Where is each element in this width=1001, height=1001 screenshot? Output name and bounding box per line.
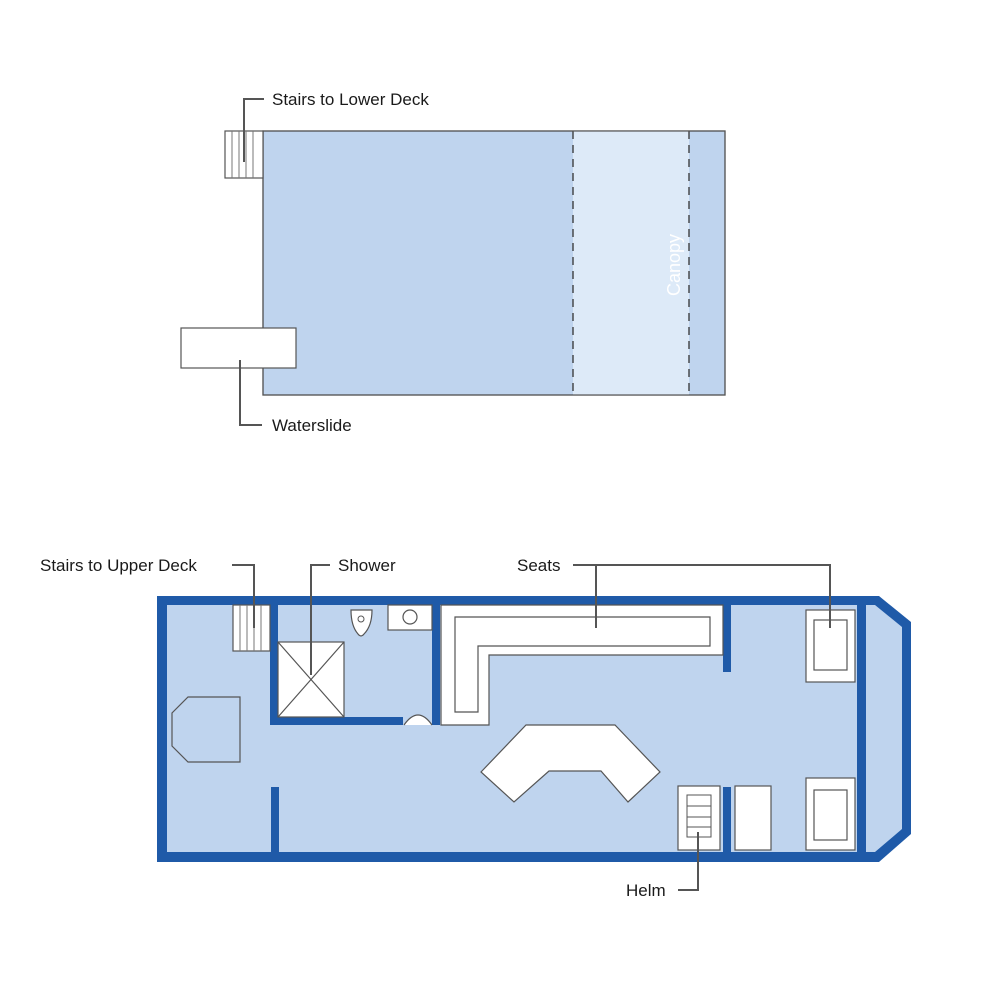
cabinet [734, 785, 772, 851]
sink [387, 604, 433, 631]
stairs-lower-leader [243, 98, 264, 162]
upper-deck-outline [262, 130, 726, 396]
bench-seat-inner [454, 616, 711, 713]
helm-label: Helm [626, 881, 666, 900]
seat-cushion [813, 789, 848, 841]
lower-deck: Stairs to Upper Deck Shower Seats Helm [40, 556, 911, 900]
stairs-to-lower-deck-label: Stairs to Lower Deck [272, 90, 429, 109]
toilet-bowl [357, 615, 365, 623]
shower-label: Shower [338, 556, 396, 575]
partition-wall [271, 787, 279, 852]
waterslide-label: Waterslide [272, 416, 352, 435]
hatch [171, 696, 241, 763]
bow-wall [857, 605, 866, 852]
bathroom-wall-bottom [270, 717, 403, 725]
sink-basin [402, 609, 418, 625]
stairs-upper-leader [232, 564, 255, 628]
waterslide [180, 327, 297, 369]
partition-wall [723, 787, 731, 852]
toilet [350, 609, 373, 637]
stairs-to-upper-deck [232, 604, 271, 652]
stairs-to-upper-deck-label: Stairs to Upper Deck [40, 556, 197, 575]
shower-leader [310, 564, 330, 675]
seats-leader-right [573, 564, 831, 628]
partition-wall [723, 605, 731, 672]
waterslide-leader [239, 360, 262, 426]
seats-label: Seats [517, 556, 560, 575]
helm-leader [678, 832, 699, 891]
shower-cross [277, 641, 345, 718]
bathroom-wall-right [432, 605, 440, 725]
seat-frame [805, 777, 856, 851]
table [480, 724, 661, 803]
canopy-label: Canopy [664, 234, 684, 296]
canopy-area [573, 131, 689, 395]
stairs-outline [232, 604, 271, 652]
bathroom-door [403, 714, 433, 726]
upper-deck: Canopy Stairs to Lower Deck Waterslide [180, 90, 726, 435]
bathroom-wall-left [270, 605, 278, 725]
seat-lower [805, 777, 856, 851]
